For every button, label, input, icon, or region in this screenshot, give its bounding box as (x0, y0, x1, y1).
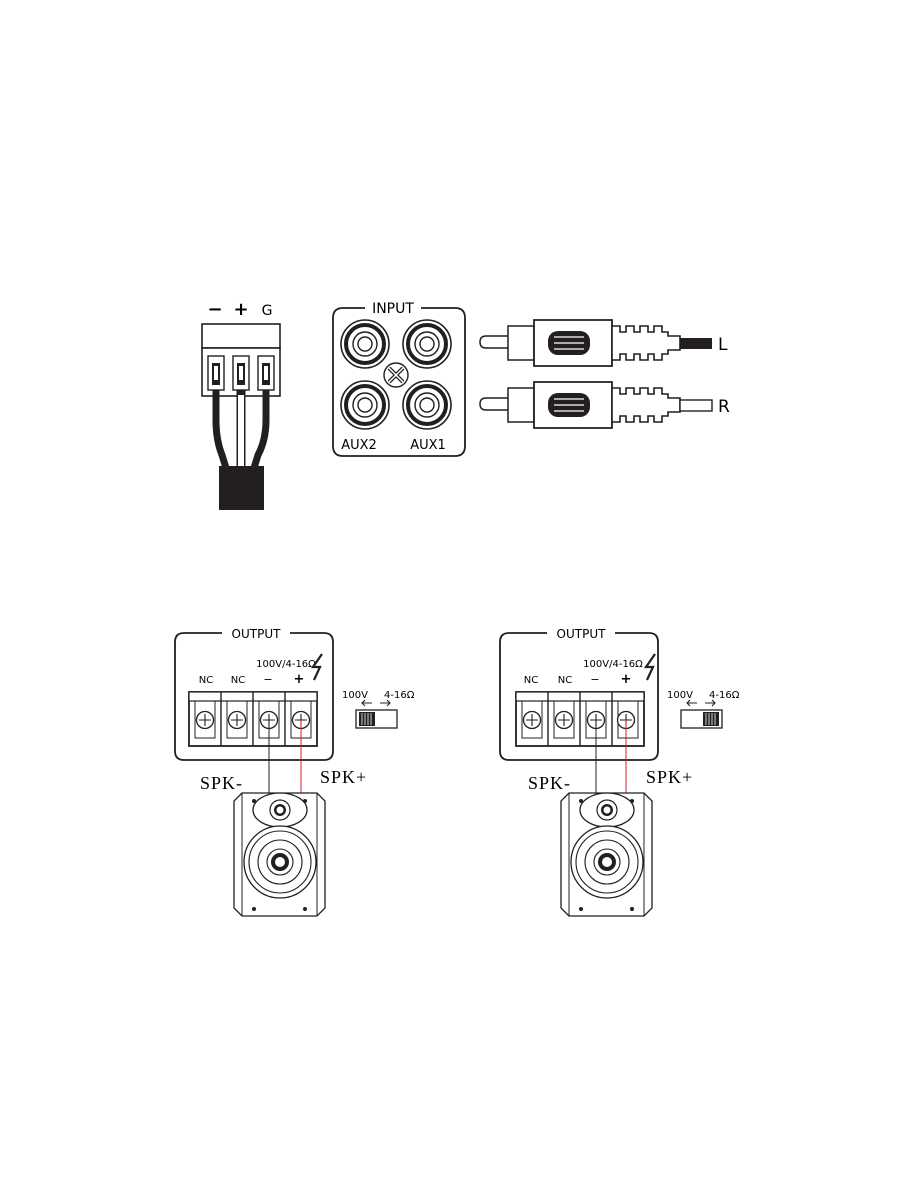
rating-right: 100V/4-16Ω (583, 659, 643, 670)
switch-knob-left[interactable] (359, 712, 375, 726)
aux2-label: AUX2 (341, 438, 377, 453)
output-block-left: OUTPUT 100V/4-16Ω NC NC − + 100V 4-16Ω S… (174, 627, 415, 793)
screw-left-2 (227, 710, 247, 730)
output-title-left: OUTPUT (232, 627, 282, 641)
switch-ohm-label-left: 4-16Ω (384, 690, 415, 701)
connector-slot-minus (207, 355, 225, 391)
mounting-screw-icon (383, 362, 409, 388)
arrow-right-icon-left (380, 699, 391, 707)
wire-minus (212, 390, 230, 470)
spk-minus-label-right: SPK- (528, 773, 571, 793)
rca-cable-left: L (479, 319, 728, 367)
terminal-label-right-2: NC (558, 675, 572, 686)
woofer-left (243, 825, 317, 899)
woofer-right (570, 825, 644, 899)
switch-100v-label-left: 100V (342, 690, 368, 701)
rca-jack-bottom-left (340, 380, 390, 430)
spk-plus-label-left: SPK+ (320, 767, 367, 787)
spk-minus-label-left: SPK- (200, 773, 243, 793)
connector-top-body (201, 323, 281, 349)
output-title-right: OUTPUT (557, 627, 607, 641)
input-panel-frame (332, 307, 466, 457)
tweeter-left (252, 792, 308, 828)
rca-jack-top-right (402, 319, 452, 369)
aux1-label: AUX1 (410, 438, 446, 453)
output-frame-right (499, 632, 659, 761)
arrow-left-icon-right (686, 699, 697, 707)
cable-right-label: R (718, 397, 730, 417)
speaker-cabinet-right (560, 792, 653, 917)
screw-right-1 (522, 710, 542, 730)
terminal-label-right-1: NC (524, 675, 538, 686)
terminal-label-left-4: + (294, 672, 305, 687)
rca-cable-right: R (479, 381, 730, 429)
rca-jack-bottom-right (402, 380, 452, 430)
tweeter-right (579, 792, 635, 828)
terminal-label-right-3: − (590, 673, 599, 686)
switch-ohm-label-right: 4-16Ω (709, 690, 740, 701)
phoenix-ground-label: G (262, 303, 273, 319)
spk-plus-label-right: SPK+ (646, 767, 693, 787)
output-block-right: OUTPUT 100V/4-16Ω NC NC − + 100V 4-16Ω S… (499, 627, 740, 793)
switch-knob-right[interactable] (703, 712, 719, 726)
lightning-icon-left (310, 653, 323, 681)
terminal-label-left-1: NC (199, 675, 213, 686)
terminal-label-left-2: NC (231, 675, 245, 686)
wire-ground (250, 390, 270, 470)
cable-jacket (219, 466, 264, 510)
screw-left-1 (195, 710, 215, 730)
terminal-label-left-3: − (263, 673, 272, 686)
lightning-icon-right (643, 653, 656, 681)
screw-right-2 (554, 710, 574, 730)
rca-jack-top-left (340, 319, 390, 369)
output-frame-left (174, 632, 334, 761)
cable-left-label: L (718, 335, 728, 355)
phoenix-minus-label: − (207, 299, 222, 320)
connector-slot-plus (232, 355, 250, 391)
terminal-label-right-4: + (621, 672, 632, 687)
input-title: INPUT (372, 301, 414, 317)
arrow-left-icon-left (361, 699, 372, 707)
switch-100v-label-right: 100V (667, 690, 693, 701)
phoenix-connector: − + G (201, 299, 281, 510)
connector-slot-ground (257, 355, 275, 391)
input-panel: INPUT AUX2 (332, 301, 466, 457)
speaker-cabinet-left (233, 792, 326, 917)
phoenix-plus-label: + (233, 299, 248, 320)
rating-left: 100V/4-16Ω (256, 659, 316, 670)
arrow-right-icon-right (705, 699, 716, 707)
